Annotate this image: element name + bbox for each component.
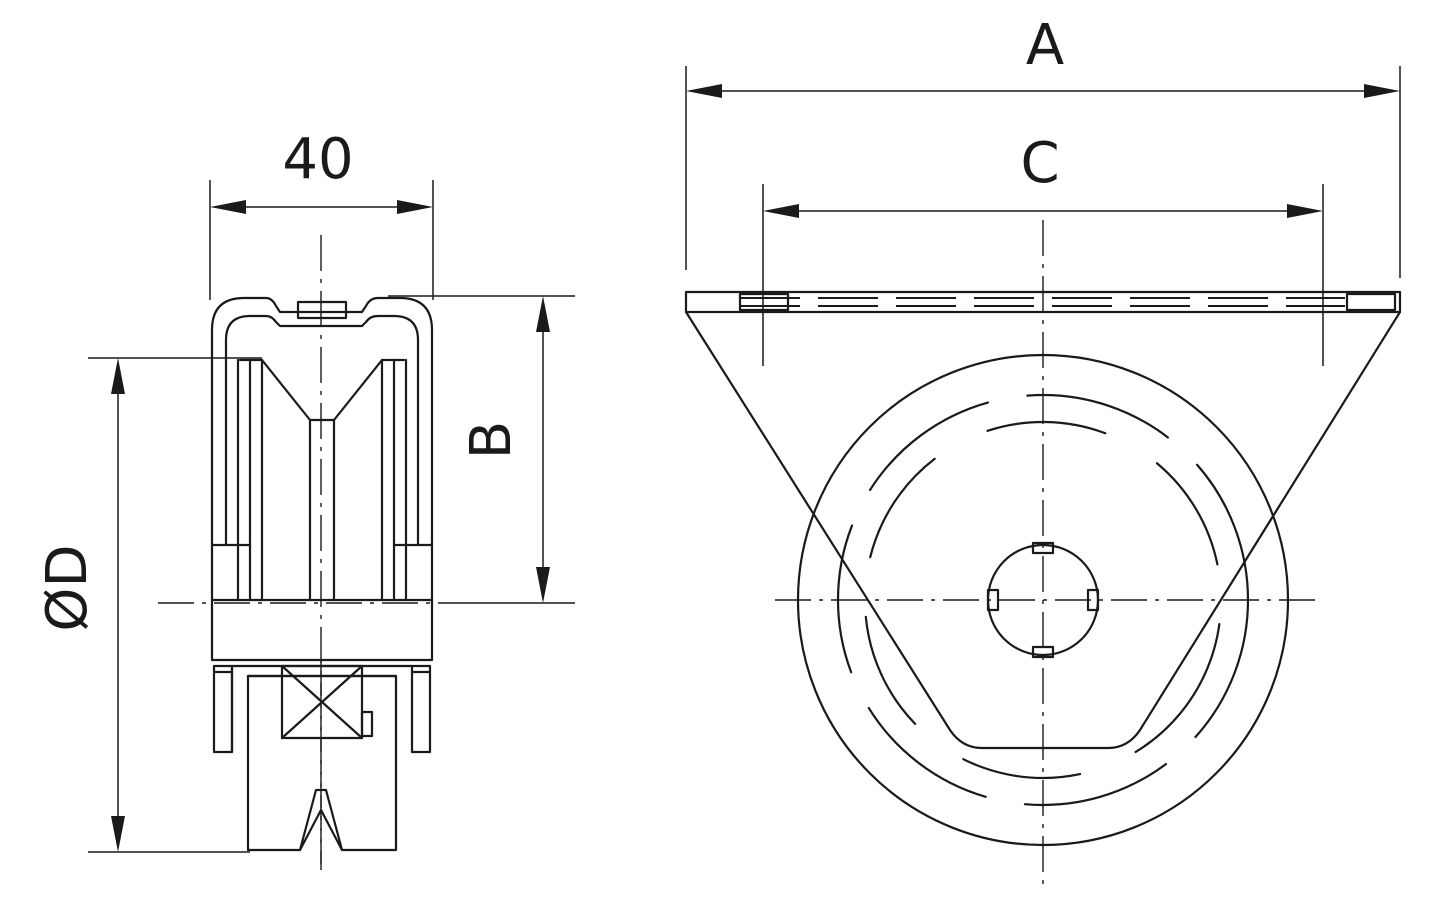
dimension-label-C: C [1020,131,1059,196]
dimension-width-40: 40 [209,127,434,300]
side-housing [210,296,434,662]
dimension-overall-A: A [685,13,1401,278]
dimension-label-B: B [459,421,524,459]
dimension-diameter-D: ØD [35,357,262,853]
dimension-label-A: A [1026,13,1064,78]
wheel-hidden-arc-inner [863,420,1223,780]
dimension-label-D: ØD [35,544,100,631]
dimension-label-40: 40 [282,127,353,192]
front-view: A C [684,13,1402,885]
wheel-hidden-arc-outer [836,393,1250,807]
dimension-height-B: B [158,295,575,604]
side-view: 40 [35,127,575,870]
wheel-outline [796,353,1290,847]
mounting-plate [684,290,1402,314]
side-wheel-section [212,660,432,870]
fork-bracket [684,310,1402,750]
wheel-hub [986,541,1100,659]
dimension-spacing-C: C [762,131,1324,366]
